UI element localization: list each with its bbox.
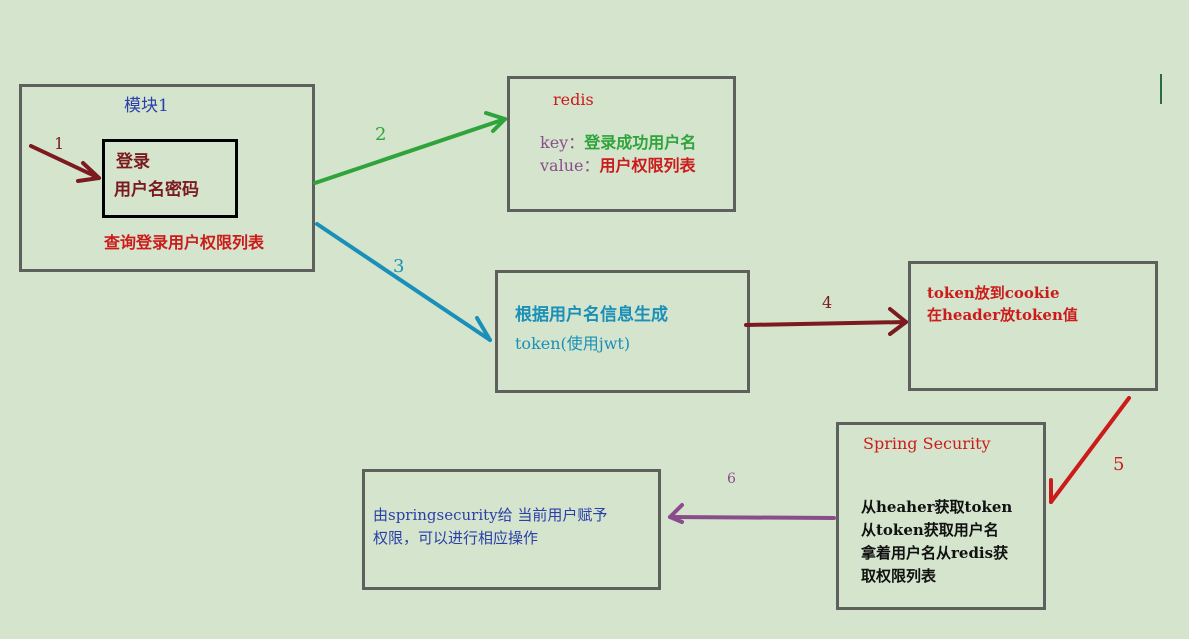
cookie-box	[908, 261, 1158, 391]
spring-security-title: Spring Security	[863, 434, 991, 453]
module1-box	[19, 84, 315, 272]
module1-title: 模块1	[124, 96, 169, 116]
token-gen-line2: token(使用jwt)	[515, 334, 631, 353]
cookie-line1: token放到cookie	[927, 284, 1060, 302]
arrow-2	[313, 111, 507, 185]
step-6-label: 6	[727, 471, 736, 487]
arrow-4	[744, 307, 908, 336]
spring-security-line1: 从heaher获取token	[861, 498, 1013, 516]
redis-box	[507, 76, 736, 212]
spring-security-line2: 从token获取用户名	[861, 521, 999, 539]
spring-security-line4: 取权限列表	[861, 567, 937, 585]
token-gen-box	[495, 270, 750, 393]
cookie-line2: 在header放token值	[927, 306, 1078, 324]
arrow-6	[668, 503, 836, 524]
arrow-3	[315, 222, 492, 342]
grant-line2: 权限，可以进行相应操作	[373, 529, 539, 547]
spring-security-line3: 拿着用户名从redis获	[861, 544, 1009, 562]
redis-value-value: 用户权限列表	[599, 156, 696, 175]
step-1-label: 1	[54, 134, 65, 153]
redis-value-label: value：	[540, 156, 600, 175]
step-5-label: 5	[1113, 454, 1125, 475]
login-label: 登录	[116, 152, 150, 172]
arrow-1	[29, 144, 101, 183]
step-2-label: 2	[375, 124, 387, 145]
query-permissions-label: 查询登录用户权限列表	[104, 233, 265, 252]
token-gen-line1: 根据用户名信息生成	[515, 305, 668, 325]
redis-title: redis	[553, 90, 594, 109]
grant-box	[362, 469, 661, 590]
redis-value-line: value：用户权限列表	[540, 154, 696, 177]
arrow-5	[1049, 396, 1131, 504]
redis-key-label: key：	[540, 133, 585, 152]
step-4-label: 4	[822, 293, 833, 312]
step-3-label: 3	[393, 256, 405, 277]
grant-line1: 由springsecurity给 当前用户赋予	[373, 506, 608, 524]
username-password-label: 用户名密码	[114, 180, 199, 200]
redis-key-value: 登录成功用户名	[584, 133, 697, 152]
spring-security-box	[836, 422, 1046, 610]
redis-key-line: key：登录成功用户名	[540, 131, 696, 154]
login-box	[102, 139, 238, 218]
